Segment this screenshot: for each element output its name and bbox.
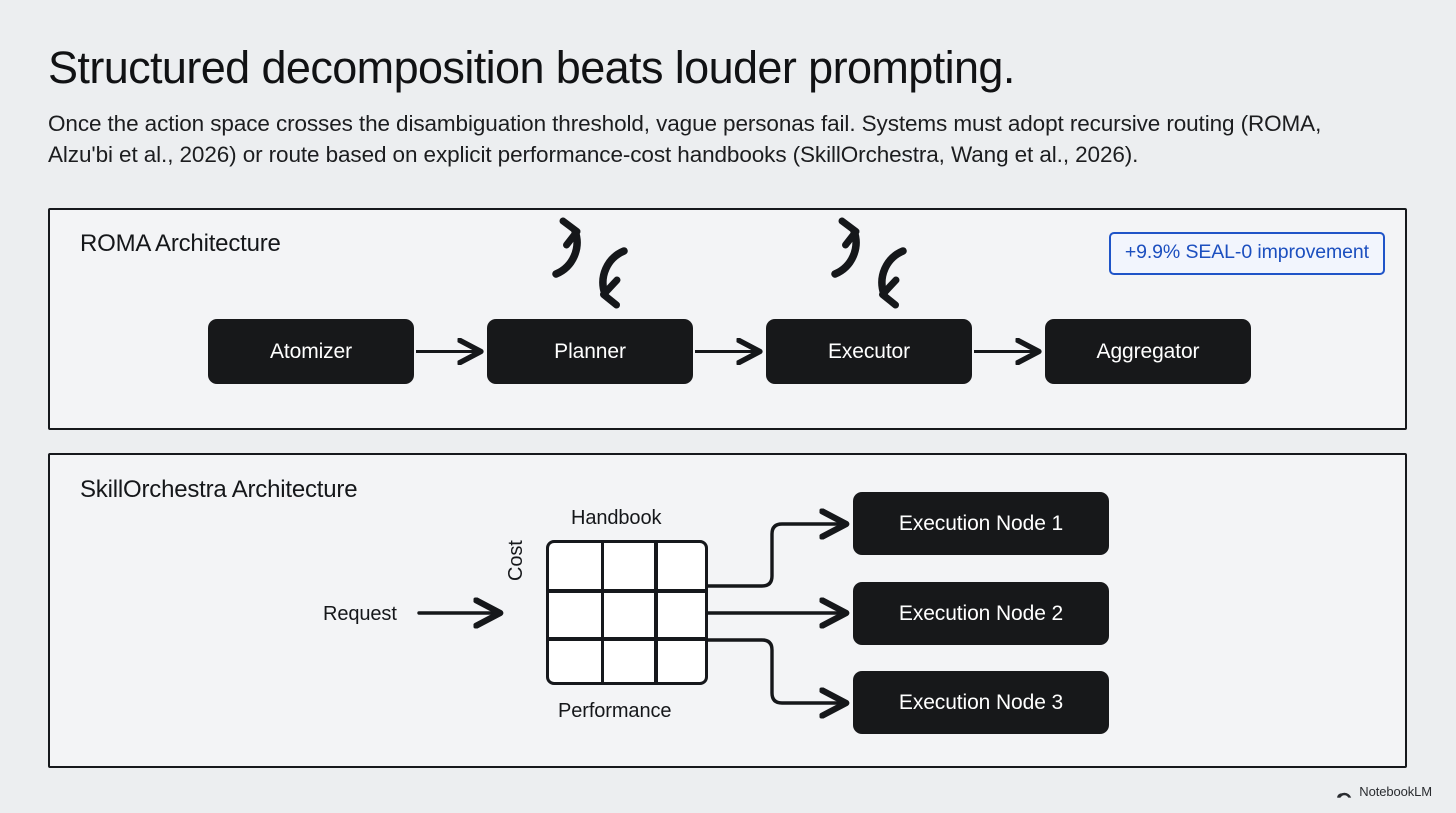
arrow-matrix-to-node-3 [706, 638, 843, 703]
execution-node-3-label: Execution Node 3 [898, 690, 1064, 714]
cost-label: Cost [505, 540, 527, 581]
matrix-hline-2 [549, 637, 705, 641]
roma-node-executor[interactable]: Executor [766, 319, 972, 384]
skill-panel-title: SkillOrchestra Architecture [80, 476, 358, 503]
roma-node-atomizer-label: Atomizer [269, 339, 353, 363]
notebooklm-footer: NotebookLM [1336, 784, 1432, 799]
request-label: Request [323, 603, 397, 625]
roma-node-atomizer[interactable]: Atomizer [208, 319, 414, 384]
handbook-label: Handbook [571, 507, 662, 529]
roma-panel-title: ROMA Architecture [80, 230, 281, 257]
notebooklm-brand-label: NotebookLM [1359, 784, 1432, 799]
matrix-vline-1 [600, 543, 605, 682]
performance-label: Performance [558, 700, 672, 722]
recursion-icon-planner [552, 217, 628, 309]
roma-architecture-panel: ROMA Architecture +9.9% SEAL-0 improveme… [48, 208, 1407, 430]
matrix-vline-2 [654, 543, 658, 682]
roma-node-executor-label: Executor [827, 339, 911, 363]
roma-node-planner[interactable]: Planner [487, 319, 693, 384]
roma-node-planner-label: Planner [554, 339, 626, 363]
notebooklm-logo-icon [1337, 792, 1352, 798]
page-subtitle: Once the action space crosses the disamb… [48, 111, 1322, 167]
page-title: Structured decomposition beats louder pr… [48, 42, 1015, 93]
seal-improvement-badge: +9.9% SEAL-0 improvement [1108, 232, 1385, 275]
roma-node-aggregator[interactable]: Aggregator [1045, 319, 1251, 384]
roma-node-aggregator-label: Aggregator [1096, 339, 1200, 363]
handbook-matrix[interactable] [546, 540, 708, 685]
execution-node-1[interactable]: Execution Node 1 [853, 492, 1109, 555]
execution-node-2[interactable]: Execution Node 2 [853, 582, 1109, 645]
arrow-matrix-to-node-1 [706, 524, 843, 588]
skillorchestra-architecture-panel: SkillOrchestra Architecture Request Hand… [48, 453, 1407, 768]
execution-node-3[interactable]: Execution Node 3 [853, 671, 1109, 734]
execution-node-2-label: Execution Node 2 [898, 601, 1064, 625]
recursion-icon-executor [831, 217, 907, 309]
execution-node-1-label: Execution Node 1 [898, 511, 1064, 535]
matrix-hline-1 [549, 589, 705, 593]
